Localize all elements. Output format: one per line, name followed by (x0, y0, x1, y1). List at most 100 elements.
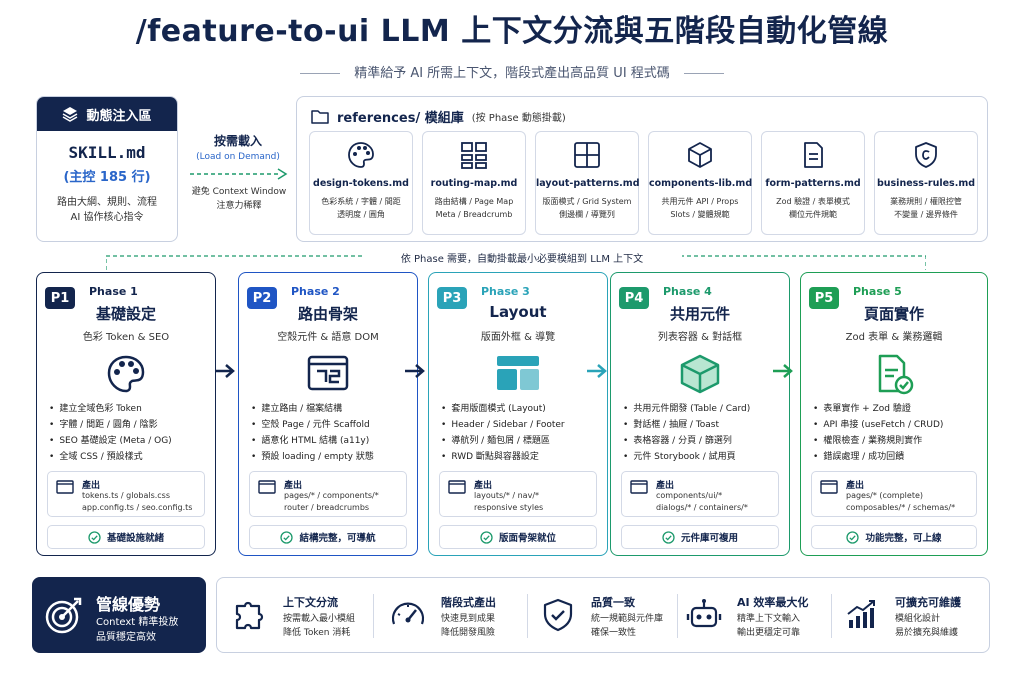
phase-done: 結構完整，可導航 (249, 525, 407, 549)
sitemap-icon (461, 142, 487, 169)
phase-done: 版面骨架就位 (439, 525, 597, 549)
benefit-separator (527, 594, 528, 638)
phase-card-2: P2 Phase 2 路由骨架 空殼元件 & 語意 DOM 建立路由 / 檔案結… (238, 272, 418, 556)
phase-number: Phase 4 (663, 285, 712, 298)
load-label-en: (Load on Demand) (196, 152, 280, 162)
phase-done-label: 基礎設施就緒 (106, 533, 164, 544)
skill-head-label: 動態注入區 (86, 108, 152, 124)
phase-done-label: 元件庫可複用 (680, 533, 738, 544)
phase-output-1: pages/* (complete) (846, 491, 923, 500)
benefit-item: AI 效率最大化 精準上下文輸入輸出更穩定可靠 (685, 592, 835, 642)
check-circle-icon (846, 530, 860, 544)
phase-item: 語意化 HTML 結構 (a11y) (251, 433, 374, 449)
window-icon (820, 480, 838, 494)
phase-item: SEO 基礎設定 (Meta / OG) (49, 433, 171, 449)
palette-icon (107, 355, 145, 393)
check-circle-icon (662, 530, 675, 544)
benefit-item: 品質一致 統一規範與元件庫確保一致性 (539, 592, 689, 642)
phase-number: Phase 3 (481, 285, 530, 298)
benefit-desc-1: 統一規範與元件庫 (591, 614, 664, 624)
flow-arrow-2 (405, 364, 425, 378)
flow-arrow-1 (215, 364, 235, 378)
phase-output-1: tokens.ts / globals.css (82, 491, 171, 500)
phase-output-2: router / breadcrumbs (284, 503, 370, 512)
phase-item: 對話框 / 抽屜 / Toast (623, 417, 750, 433)
ref-desc-1: 業務規則 / 權限控管 (890, 197, 962, 206)
phase-card-3: P3 Phase 3 Layout 版面外框 & 導覽 套用版面模式 (Layo… (428, 272, 608, 556)
phase-output-2: app.config.ts / seo.config.ts (82, 503, 193, 512)
phase-output-2: composables/* / schemas/* (846, 503, 956, 512)
benefit-title: 可擴充可維護 (895, 596, 961, 609)
ref-desc-2: 不變量 / 邊界條件 (894, 210, 958, 219)
palette-icon (348, 142, 374, 168)
phase-output-label: 產出 (474, 481, 493, 491)
phase-sub: 空殼元件 & 語意 DOM (277, 332, 379, 343)
window-icon (258, 480, 276, 494)
grid-layout-icon (574, 142, 600, 168)
form-check-icon (878, 354, 914, 395)
ref-desc-2: 側邊欄 / 導覽列 (559, 210, 615, 219)
phase-output-1: layouts/* / nav/* (474, 491, 540, 500)
phase-output: 產出 tokens.ts / globals.css app.config.ts … (47, 471, 205, 517)
benefit-desc-1: 快速見到成果 (441, 614, 496, 624)
phase-output-label: 產出 (82, 481, 101, 491)
phase-number: Phase 5 (853, 285, 902, 298)
shield-check-icon (543, 598, 573, 632)
phase-card-5: P5 Phase 5 頁面實作 Zod 表單 & 業務邏輯 表單實作 + Zod… (800, 272, 988, 556)
document-icon (804, 142, 823, 168)
window-icon (630, 480, 648, 494)
phase-item: 預設 loading / empty 狀態 (251, 449, 374, 465)
phase-output: 產出 pages/* / components/*router / breadc… (249, 471, 407, 517)
phase-card-4: P4 Phase 4 共用元件 列表容器 & 對話框 共用元件開發 (Table… (610, 272, 790, 556)
benefits-title: 管線優勢 (96, 595, 161, 614)
phase-done: 基礎設施就緒 (47, 525, 205, 549)
benefit-desc-2: 易於擴充與維護 (895, 628, 959, 638)
check-circle-icon (480, 530, 493, 544)
phase-item: API 串接 (useFetch / CRUD) (813, 417, 943, 433)
phase-name: 頁面實作 (863, 305, 924, 323)
phase-items: 表單實作 + Zod 驗證 API 串接 (useFetch / CRUD) 權… (813, 401, 943, 465)
ref-desc-1: Zod 驗證 / 表單模式 (776, 197, 850, 206)
phase-item: 表格容器 / 分頁 / 篩選列 (623, 433, 750, 449)
benefits-bar: 上下文分流 按需載入最小模組降低 Token 消耗 階段式產出 快速見到成果降低… (216, 577, 990, 653)
phase-done-label: 結構完整，可導航 (299, 533, 376, 544)
benefit-title: 階段式產出 (441, 596, 496, 609)
phase-items: 建立全域色彩 Token 字體 / 間距 / 圓角 / 陰影 SEO 基礎設定 … (49, 401, 171, 465)
window-icon (448, 480, 466, 494)
ref-desc-2: Slots / 變體規範 (670, 210, 730, 219)
ref-card-design-tokens[interactable]: design-tokens.md 色彩系統 / 字體 / 間距透明度 / 圓角 (309, 131, 413, 235)
load-arrow (190, 168, 288, 180)
ref-name: form-patterns.md (765, 178, 861, 189)
ref-desc-1: 版面模式 / Grid System (542, 197, 632, 206)
ref-name: routing-map.md (430, 178, 518, 189)
phase-output-label: 產出 (656, 481, 675, 491)
ref-desc-1: 路由結構 / Page Map (434, 197, 514, 206)
load-note: 避免 Context Window 注意力稀釋 (184, 185, 294, 213)
robot-icon (686, 599, 722, 628)
benefit-desc-2: 降低開發風險 (441, 628, 496, 638)
benefit-item: 階段式產出 快速見到成果降低開發風險 (389, 592, 539, 642)
skill-title: SKILL.md (68, 143, 146, 162)
ref-card-form-patterns[interactable]: form-patterns.md Zod 驗證 / 表單模式欄位元件規範 (761, 131, 865, 235)
benefit-title: 上下文分流 (283, 596, 338, 609)
ref-name: components-lib.md (649, 178, 753, 189)
window-icon (56, 480, 74, 494)
ref-card-business-rules[interactable]: business-rules.md 業務規則 / 權限控管不變量 / 邊界條件 (874, 131, 978, 235)
load-note-2: 注意力稀釋 (216, 201, 262, 211)
shield-icon (915, 142, 937, 168)
references-subtitle: (按 Phase 動態掛載) (471, 113, 566, 124)
phase-done-label: 功能完整，可上線 (865, 533, 942, 544)
cube-icon (688, 142, 712, 168)
phase-item: 共用元件開發 (Table / Card) (623, 401, 750, 417)
benefit-desc-2: 輸出更穩定可靠 (737, 628, 801, 638)
layers-icon (63, 107, 78, 122)
phase-item: 元件 Storybook / 試用頁 (623, 449, 750, 465)
folder-icon (311, 110, 329, 124)
benefit-item: 上下文分流 按需載入最小模組降低 Token 消耗 (231, 592, 381, 642)
phase-output-2: responsive styles (474, 503, 544, 512)
phase-item: 錯誤處理 / 成功回饋 (813, 449, 943, 465)
ref-desc-2: 透明度 / 圓角 (337, 210, 385, 219)
